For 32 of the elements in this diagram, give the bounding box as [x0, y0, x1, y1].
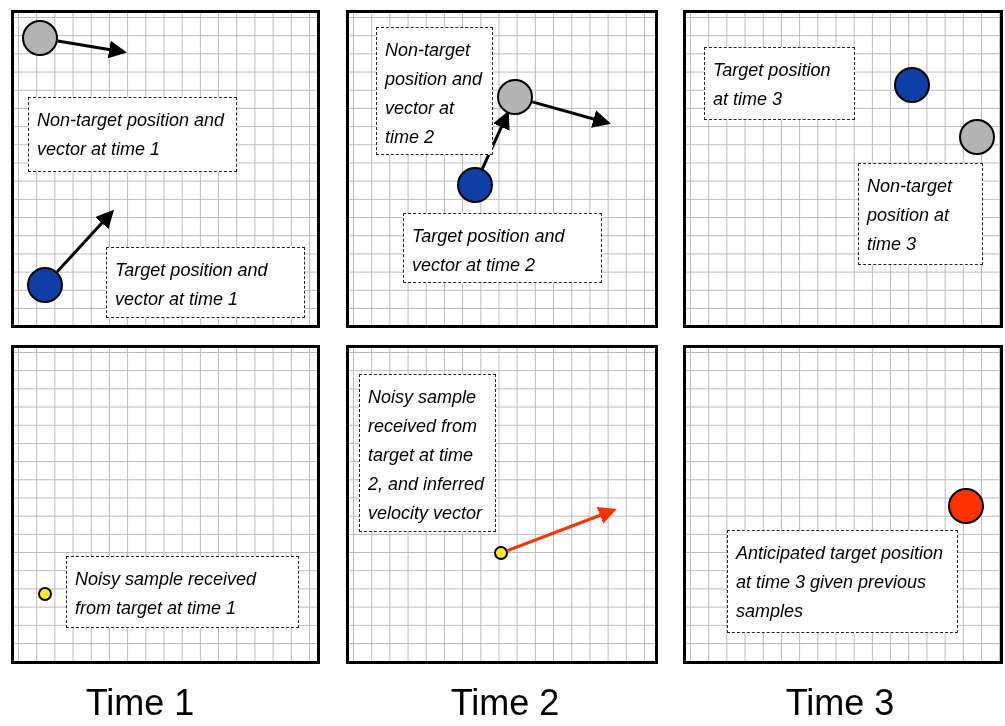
sample-dot	[494, 546, 508, 560]
annotation-box: Non-target position and vector at time 2	[376, 27, 493, 155]
position-dot	[959, 119, 995, 155]
annotation-box: Non-target position and vector at time 1	[28, 97, 237, 172]
time-label: Time 1	[84, 682, 196, 724]
position-dot	[497, 79, 533, 115]
time-label: Time 3	[784, 682, 896, 724]
position-dot	[948, 488, 984, 524]
arrow	[57, 39, 127, 59]
grid-panel	[11, 345, 320, 664]
grid-panel	[683, 345, 1003, 664]
position-dot	[22, 20, 58, 56]
sample-dot	[38, 587, 52, 601]
arrow	[507, 506, 617, 552]
grid-panel	[346, 10, 658, 328]
annotation-box: Noisy sample received from target at time 1	[66, 556, 299, 628]
arrow	[56, 209, 115, 273]
annotation-box: Target position and vector at time 2	[403, 213, 602, 283]
annotation-box: Noisy sample received from target at time 2, and inferred velocity vector	[359, 374, 496, 532]
position-dot	[27, 267, 63, 303]
grid-panel	[11, 10, 320, 328]
annotation-box: Target position and vector at time 1	[106, 247, 305, 318]
position-dot	[457, 167, 493, 203]
arrow	[481, 110, 510, 170]
arrow	[531, 100, 611, 128]
position-dot	[894, 67, 930, 103]
grid-panel	[346, 345, 658, 664]
grid-panel	[683, 10, 1003, 328]
annotation-box: Non-target position at time 3	[858, 163, 983, 265]
annotation-box: Target position at time 3	[704, 47, 855, 120]
annotation-box: Anticipated target position at time 3 given previous samples	[727, 530, 958, 633]
time-label: Time 2	[449, 682, 561, 724]
